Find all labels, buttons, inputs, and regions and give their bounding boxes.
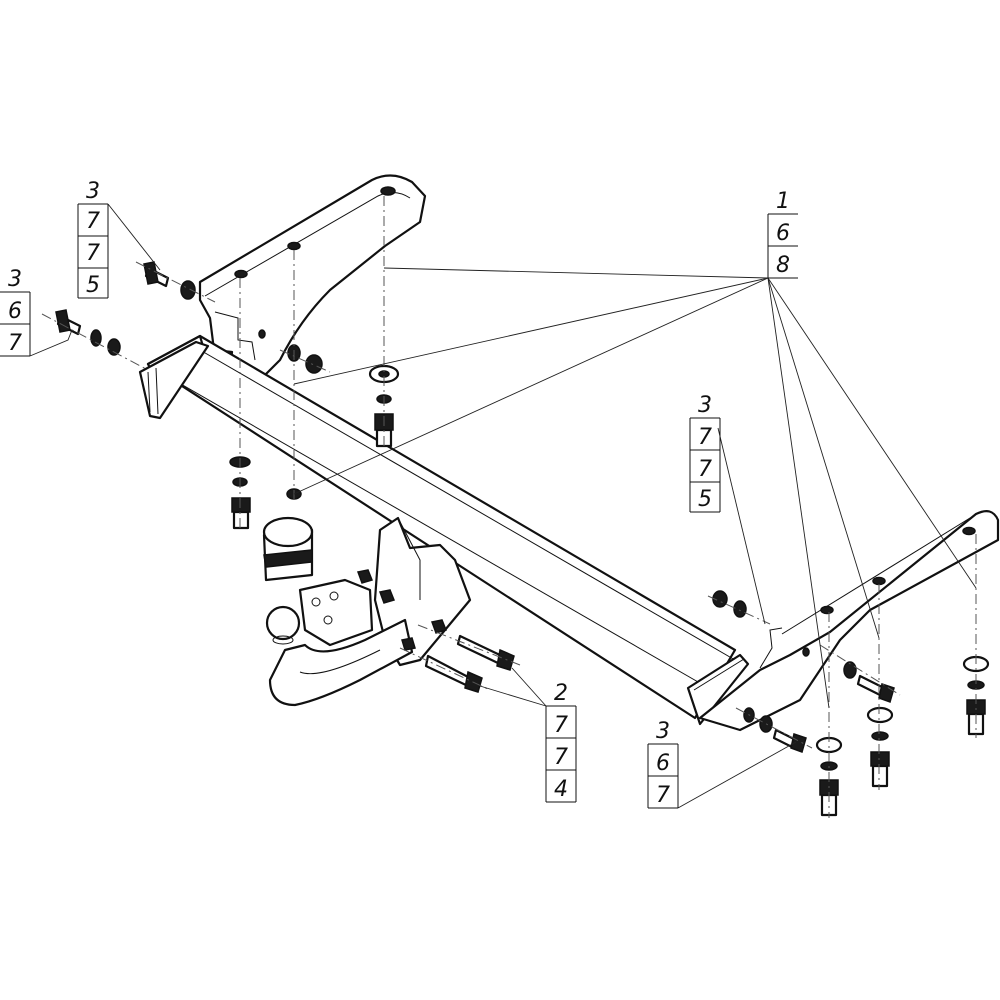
- hex-bolt-icon: [878, 683, 895, 703]
- left-mounting-bracket: [198, 174, 427, 392]
- callout-left: 3 6 7: [0, 267, 31, 357]
- left-end-fasteners: [55, 261, 196, 356]
- callout-number: 7: [86, 209, 100, 234]
- hex-bolt-icon: [143, 261, 159, 285]
- tow-ball-arm: [265, 605, 414, 707]
- hex-nut-icon: [712, 590, 728, 608]
- hex-nut-icon: [430, 619, 448, 634]
- hex-nut-icon: [871, 731, 889, 741]
- callout-number: 7: [8, 331, 22, 356]
- socket-fasteners: [356, 569, 448, 651]
- washer-icon: [733, 600, 747, 618]
- callout-bottom-right: 3 6 7: [647, 719, 679, 809]
- callout-mid-right: 3 7 7 5: [689, 393, 721, 513]
- callout-number: 6: [8, 299, 22, 324]
- callout-number: 2: [554, 681, 568, 706]
- callout-number: 7: [554, 713, 568, 738]
- callout-number: 6: [776, 221, 790, 246]
- callout-number: 7: [656, 783, 670, 808]
- callout-number: 7: [698, 425, 712, 450]
- callout-number: 5: [86, 273, 100, 298]
- socket-cover: [262, 516, 314, 582]
- long-bolts: [424, 634, 515, 693]
- hex-bolt-icon: [55, 309, 71, 333]
- washer-icon: [90, 329, 102, 347]
- callout-top-right: 1 6 8: [767, 189, 798, 279]
- washer-icon: [866, 706, 894, 724]
- hex-nut-icon: [305, 354, 323, 374]
- callout-top-left: 3 7 7 5: [77, 179, 109, 299]
- hex-bolt-icon: [231, 497, 251, 513]
- callout-number: 6: [656, 751, 670, 776]
- callout-number: 3: [8, 267, 22, 292]
- right-mounting-bracket: [698, 509, 1000, 732]
- callout-number: 7: [554, 745, 568, 770]
- hex-nut-icon: [356, 569, 374, 584]
- hex-nut-icon: [378, 589, 396, 604]
- hex-nut-icon: [107, 338, 121, 356]
- hex-nut-icon: [759, 715, 773, 733]
- callout-number: 4: [554, 777, 568, 802]
- main-cross-beam: [138, 334, 750, 726]
- callout-bottom-mid: 2 7 7 4: [545, 681, 577, 803]
- callout-number: 1: [776, 189, 790, 214]
- leader-lines: [29, 203, 977, 809]
- callout-number: 7: [698, 457, 712, 482]
- tow-ball-icon: [265, 605, 301, 641]
- hex-nut-icon: [843, 661, 857, 679]
- hex-bolt-icon: [966, 699, 986, 715]
- callout-number: 3: [698, 393, 712, 418]
- assembly-axes: [41, 196, 977, 818]
- hex-bolt-icon: [496, 648, 515, 671]
- hex-nut-icon: [401, 637, 416, 651]
- callout-number: 8: [776, 253, 790, 278]
- callout-number: 3: [86, 179, 100, 204]
- right-bracket-fasteners: [712, 590, 990, 817]
- callout-number: 7: [86, 241, 100, 266]
- hex-nut-icon: [180, 280, 196, 300]
- hex-bolt-icon: [790, 733, 807, 753]
- callout-number: 3: [656, 719, 670, 744]
- hex-bolt-icon: [870, 751, 890, 767]
- callout-number: 5: [698, 487, 712, 512]
